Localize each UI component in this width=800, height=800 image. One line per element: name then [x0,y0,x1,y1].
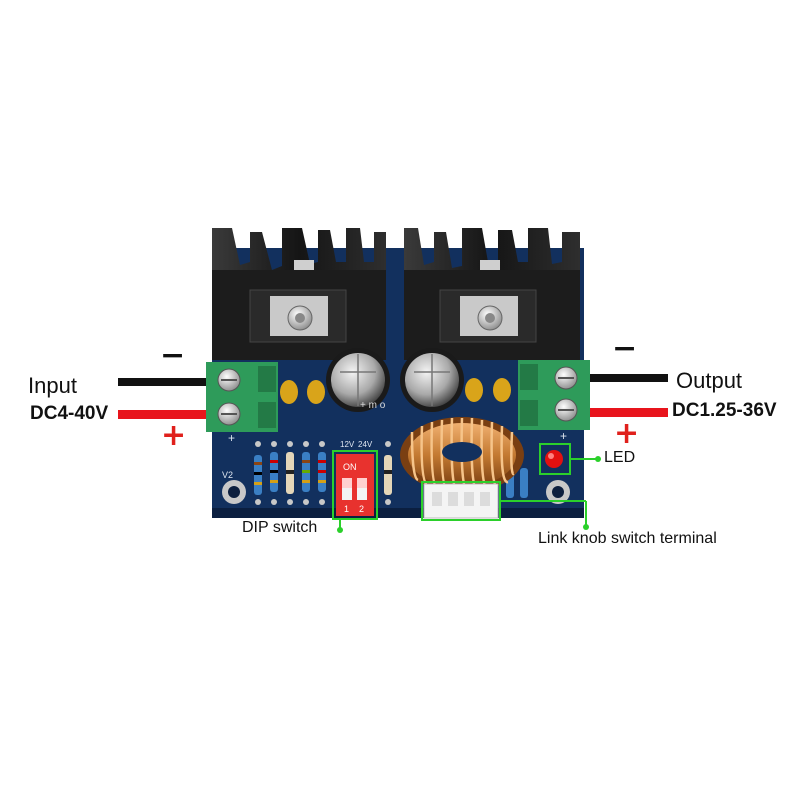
input-minus-sign: − [160,338,186,373]
input-terminal-block [206,362,278,432]
capacitor-marking: + m o [360,400,386,411]
dip-number-1: 1 [344,504,349,514]
input-plus-sign: + [161,418,187,453]
silk-plus-left: + [228,431,235,445]
heatsink-left [212,228,386,360]
output-plus-sign: + [614,416,640,451]
pcb-edge [212,508,584,518]
led-component [545,450,563,468]
output-wire-red [580,408,668,417]
electrolytic-capacitor-left [326,348,390,412]
callout-dots [337,456,601,533]
knob-switch-connector [423,483,499,519]
dip-number-2: 2 [359,504,364,514]
silk-plus-right: + [560,429,567,443]
yellow-capacitor [465,378,483,402]
input-label: Input [28,373,77,398]
knob-terminal-callout-label: Link knob switch terminal [538,530,717,547]
output-terminal-block [518,360,590,430]
output-minus-sign: − [612,331,638,366]
input-wire-red [118,410,218,419]
output-wire-black [580,374,668,382]
output-voltage: DC1.25-36V [672,400,777,421]
heatsink-right [404,228,580,360]
input-voltage: DC4-40V [30,403,109,424]
dip-switch-callout-label: DIP switch [242,519,318,536]
dip-switch [336,454,374,516]
dip-top-label-24v: 24V [358,440,373,449]
resistor-array [254,452,528,498]
yellow-capacitor [307,380,325,404]
electrolytic-capacitor-right [400,348,464,412]
led-callout-label: LED [604,449,636,466]
dip-on-label: ON [343,462,357,472]
output-label: Output [676,368,743,393]
dip-top-label-12v: 12V [340,440,355,449]
input-wire-black [118,378,218,386]
callout-leaders [332,443,598,530]
yellow-capacitor [493,378,511,402]
yellow-capacitor [280,380,298,404]
solder-pads [255,441,391,505]
silk-v2: V2 [222,470,233,480]
